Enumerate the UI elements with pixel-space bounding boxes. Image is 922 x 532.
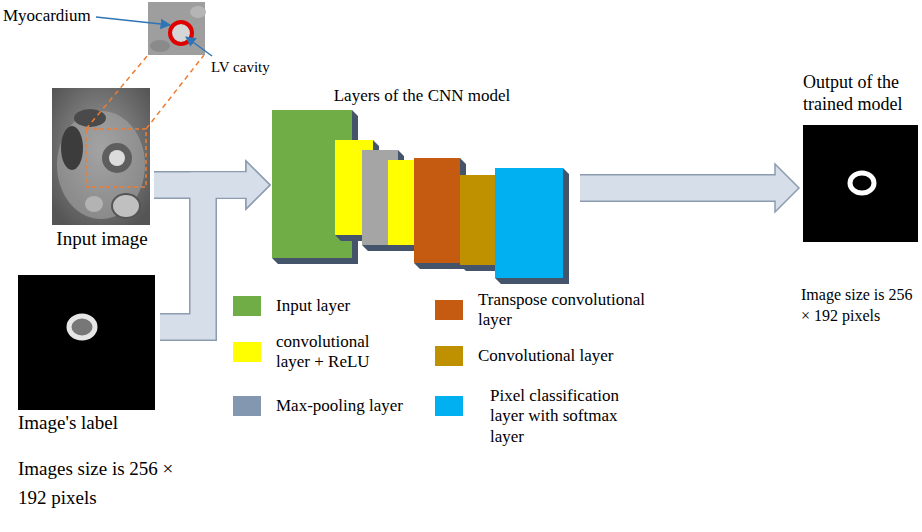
output-image	[803, 125, 918, 242]
legend-text: convolutional layer + ReLU	[276, 332, 396, 373]
arrow-head	[775, 164, 799, 212]
connector-fills	[154, 185, 777, 327]
zoom-lines-part	[86, 55, 148, 129]
mri-image-part	[112, 194, 140, 218]
block-arrow-head	[775, 164, 799, 212]
size-note: Images size is 256 × 192 pixels	[18, 455, 193, 512]
legend-swatch	[233, 342, 261, 362]
zoom-inset-part	[148, 2, 205, 55]
cnn-model: Layers of the CNN model	[272, 86, 572, 301]
layer-stack-part	[414, 158, 460, 263]
mri-image-part	[86, 129, 146, 187]
callout-label: Myocardium	[3, 6, 113, 26]
arrow-head	[246, 161, 270, 209]
zoom-inset-part	[190, 6, 206, 18]
layer-stack-part	[495, 168, 569, 284]
zoom-inset-part	[172, 24, 190, 42]
output-image-part	[803, 125, 918, 242]
legend-swatch	[435, 396, 463, 416]
leader-lines-part	[186, 37, 212, 56]
label-image	[18, 275, 155, 410]
mri-image-part	[52, 88, 150, 225]
leader-lines-part	[96, 17, 170, 25]
layer-stack-part	[414, 158, 466, 269]
block-arrow	[580, 176, 777, 201]
zoom-lines-part	[146, 55, 204, 129]
mri-image-part	[57, 111, 145, 219]
label-image-part	[18, 275, 155, 410]
layer-stack-part	[460, 175, 496, 265]
zoom-inset-part	[150, 40, 170, 52]
mri-image-part	[85, 196, 103, 212]
size-note: Image size is 256 × 192 pixels	[801, 285, 919, 327]
zoom-inset-part	[170, 22, 192, 44]
callout-label: LV cavity	[211, 58, 291, 76]
image-caption: Input image	[52, 228, 152, 251]
output-image-part	[850, 173, 874, 193]
arrow-head	[246, 161, 270, 209]
label-image-part	[69, 316, 95, 338]
zoom-inset	[148, 2, 206, 55]
mri-image	[52, 88, 150, 225]
image-caption: Image's label	[18, 412, 158, 435]
leader-lines	[96, 17, 212, 56]
block-arrow-head	[246, 161, 270, 209]
layer-stack	[272, 110, 569, 284]
legend-swatch	[233, 296, 261, 316]
image-caption: Output of the trained model	[803, 72, 920, 115]
mri-image-part	[61, 126, 83, 170]
legend-text: Convolutional layer	[478, 346, 638, 366]
block-arrow-head	[246, 161, 270, 209]
legend-text: Transpose convolutional layer	[478, 290, 653, 331]
connector-heads	[246, 161, 799, 212]
legend-swatch	[435, 300, 463, 320]
model-title: Layers of the CNN model	[272, 86, 572, 106]
legend-swatch	[233, 396, 261, 416]
layer-stack-part	[495, 168, 563, 278]
zoom-lines	[86, 55, 204, 129]
legend-text: Input layer	[276, 296, 426, 316]
image-panel: Input image	[52, 88, 152, 253]
image-panel: Output of the trained model	[803, 72, 920, 244]
image-panel: Image's label	[18, 275, 158, 437]
legend-text: Pixel classification layer with softmax …	[490, 386, 625, 447]
mri-image-part	[102, 143, 132, 173]
mri-image-part	[74, 109, 106, 127]
legend-swatch	[435, 346, 463, 366]
legend-text: Max-pooling layer	[276, 396, 436, 416]
mri-image-part	[109, 150, 125, 166]
